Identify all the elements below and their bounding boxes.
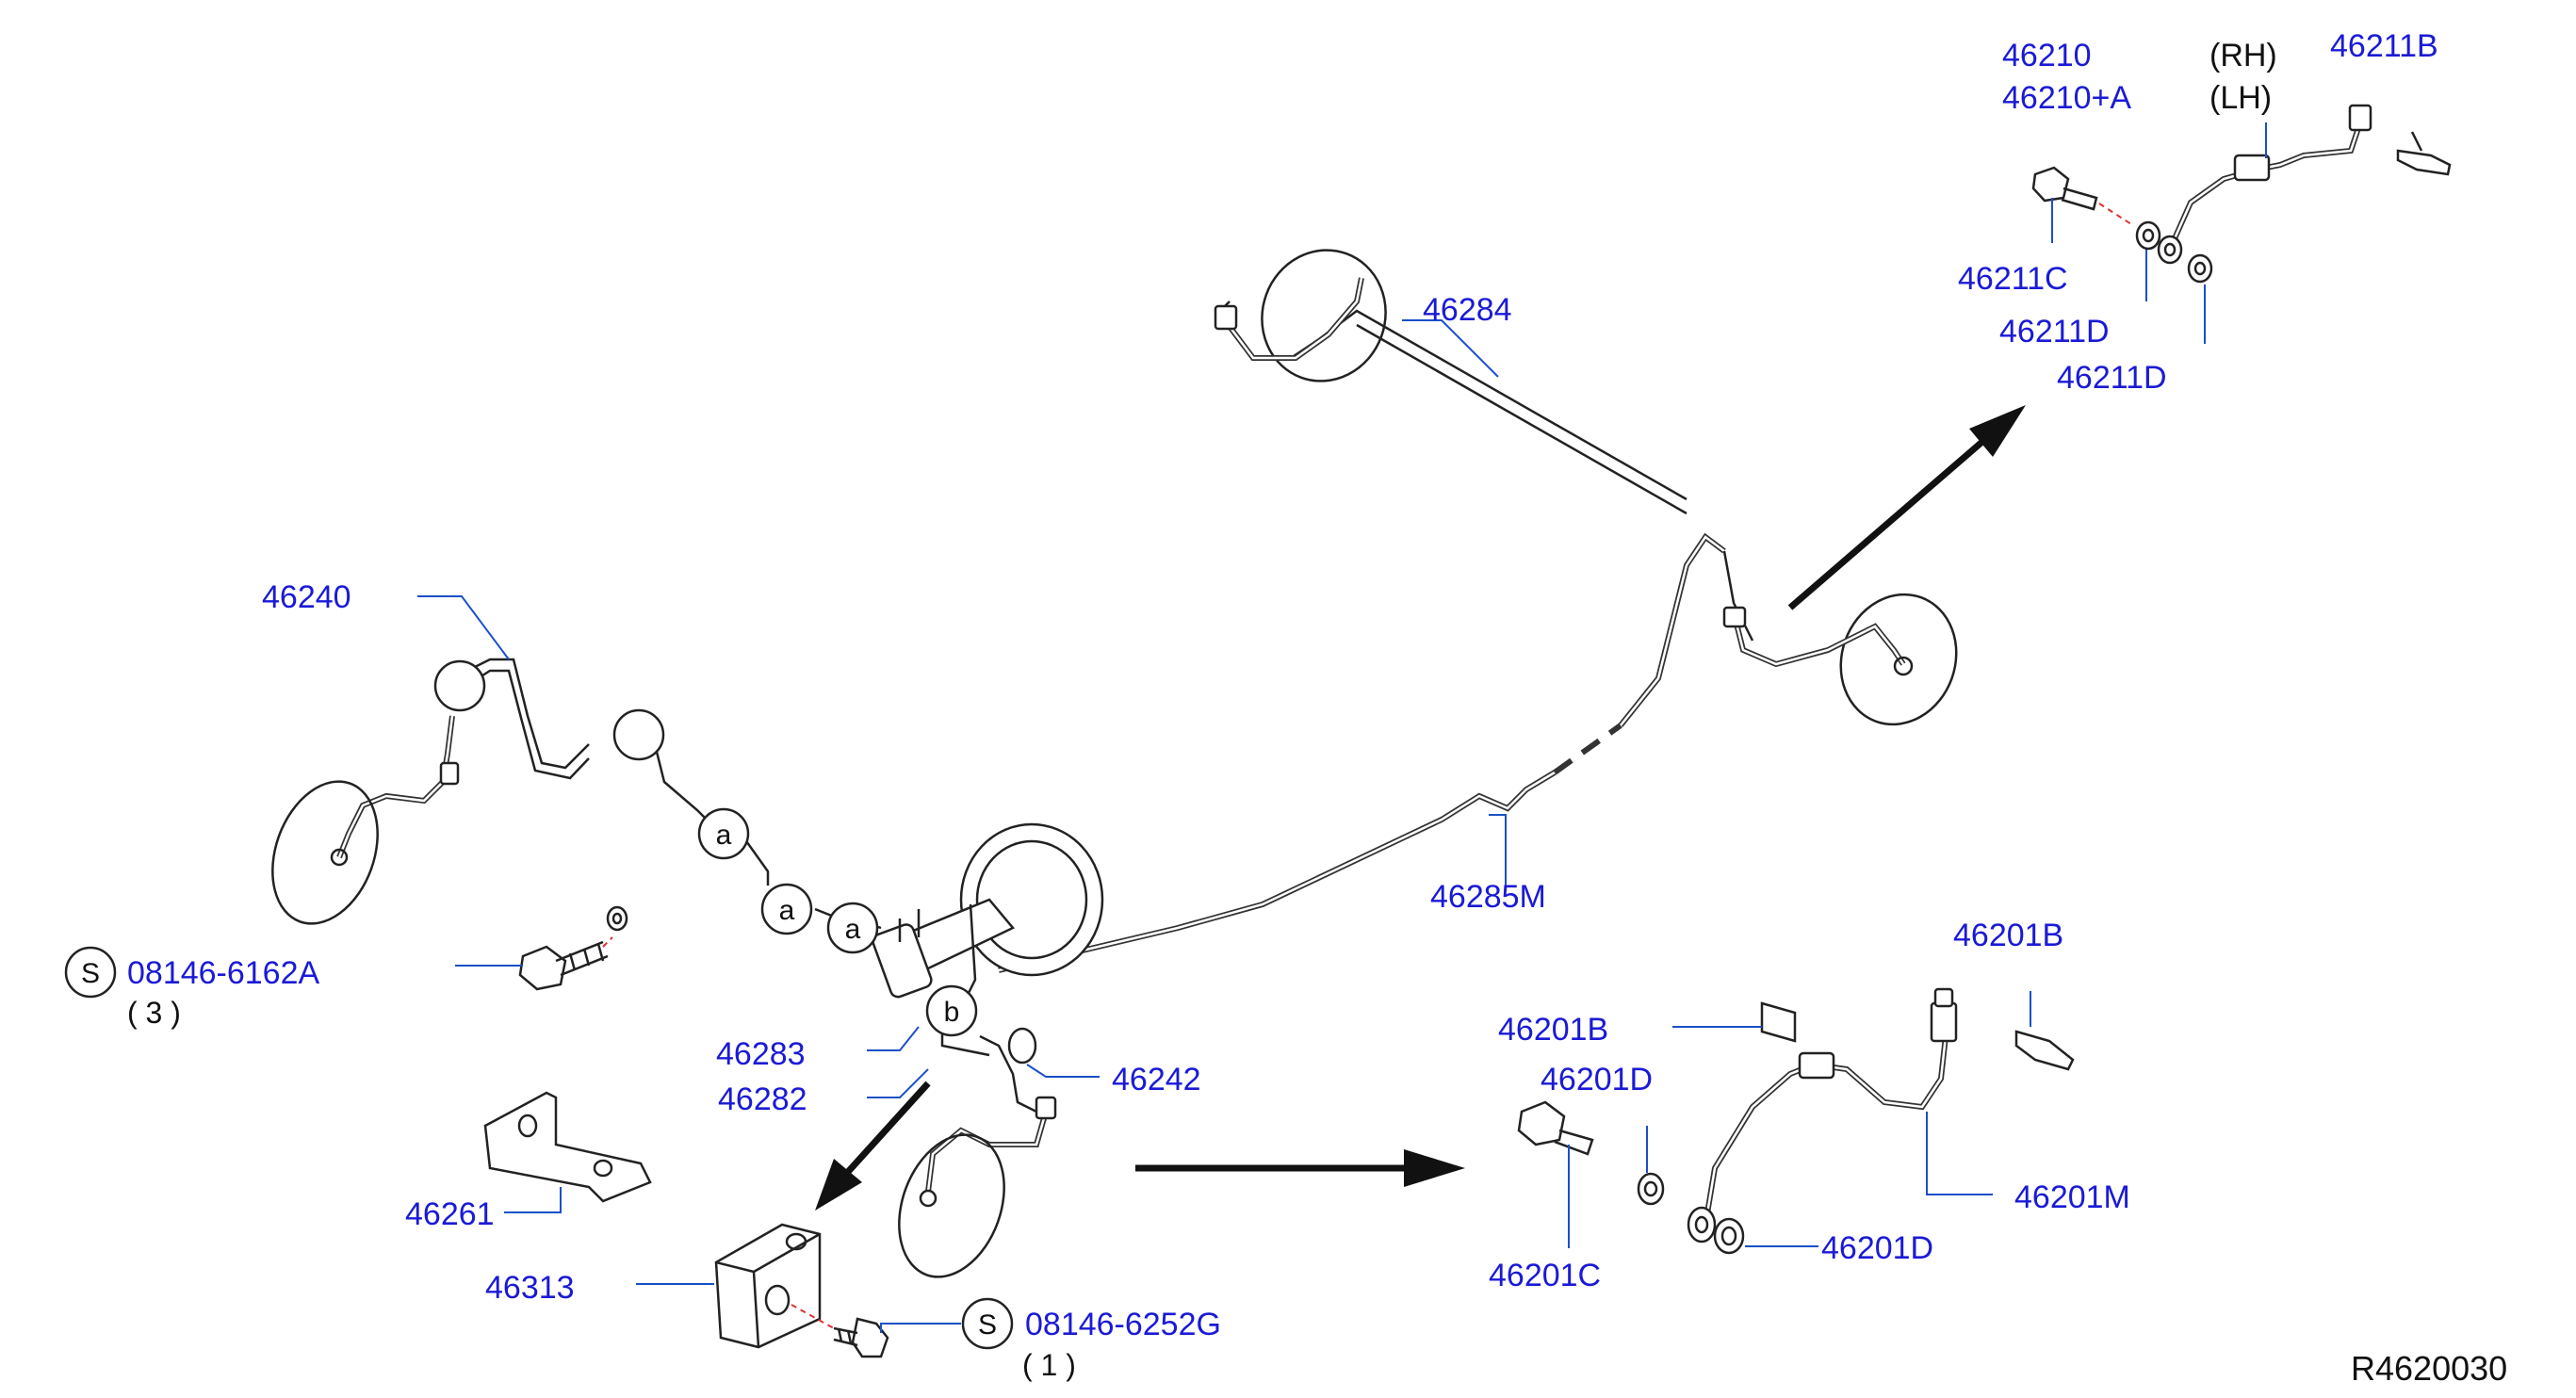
symbol-junction-2 <box>612 708 665 761</box>
callout-46211b: 46211B <box>2330 28 2438 64</box>
callout-bolt-08146-6162a: 08146-6162A <box>127 955 320 991</box>
main-brake-tube <box>998 309 1754 973</box>
callout-46285m: 46285M <box>1430 879 1546 915</box>
callout-46210-a: 46210+A <box>2002 80 2131 116</box>
brake-booster-master-cylinder <box>872 822 1104 1057</box>
bolt-08146-6252g-quantity: ( 1 ) <box>1022 1348 1076 1382</box>
callout-46211d-2: 46211D <box>2057 360 2167 396</box>
svg-text:S: S <box>81 958 100 989</box>
callout-46242: 46242 <box>1112 1062 1201 1097</box>
svg-text:a: a <box>716 820 732 851</box>
symbol-a-1: a <box>697 807 750 860</box>
bolt-08146-6162A <box>518 905 628 991</box>
callout-46240: 46240 <box>262 579 351 615</box>
svg-text:a: a <box>845 914 861 945</box>
callout-46261: 46261 <box>405 1196 495 1232</box>
callout-46284: 46284 <box>1423 292 1512 328</box>
bracket-46261 <box>483 1091 652 1203</box>
symbol-junction-1 <box>433 659 486 712</box>
connector-46313 <box>714 1223 889 1358</box>
label-lh: (LH) <box>2209 80 2272 116</box>
svg-text:a: a <box>779 895 795 926</box>
callout-46211d-1: 46211D <box>1999 314 2110 350</box>
callout-46201c: 46201C <box>1489 1258 1601 1293</box>
rear-hose-detail-46210 <box>2031 104 2452 284</box>
callout-bolt-08146-6252g: 08146-6252G <box>1025 1307 1221 1342</box>
callout-46210: 46210 <box>2002 38 2092 73</box>
callout-46201b-2: 46201B <box>1498 1012 1608 1048</box>
callout-46211c: 46211C <box>1958 261 2068 297</box>
svg-text:b: b <box>944 997 960 1028</box>
callout-46201b-1: 46201B <box>1953 918 2063 953</box>
rear-right-hose-assembly <box>1722 593 1958 726</box>
svg-text:S: S <box>978 1309 997 1341</box>
callout-46282: 46282 <box>718 1081 807 1117</box>
symbol-s-1: S <box>64 946 117 999</box>
callout-46201d-1: 46201D <box>1541 1062 1653 1097</box>
diagram-reference-code: R4620030 <box>2351 1349 2507 1388</box>
front-right-brake-tube <box>898 1027 1057 1278</box>
leader-lines <box>417 122 2267 1333</box>
symbol-a-2: a <box>760 883 813 935</box>
direction-arrows <box>815 405 2026 1211</box>
bolt-08146-6162a-quantity: ( 3 ) <box>127 996 181 1030</box>
callout-46313: 46313 <box>485 1270 575 1306</box>
callout-46201m: 46201M <box>2014 1179 2130 1215</box>
symbol-a-3: a <box>826 902 879 954</box>
front-hose-detail-46201M <box>1517 987 2075 1255</box>
label-rh: (RH) <box>2209 38 2277 73</box>
callout-46283: 46283 <box>716 1036 806 1072</box>
callout-46201d-2: 46201D <box>1821 1230 1933 1266</box>
rear-left-hose-assembly <box>1214 249 1387 382</box>
symbol-s-2: S <box>961 1297 1014 1350</box>
callouts: 46210 46210+A (RH) (LH) 46211B 46211C 46… <box>127 28 2507 1388</box>
symbol-b: b <box>925 984 978 1037</box>
